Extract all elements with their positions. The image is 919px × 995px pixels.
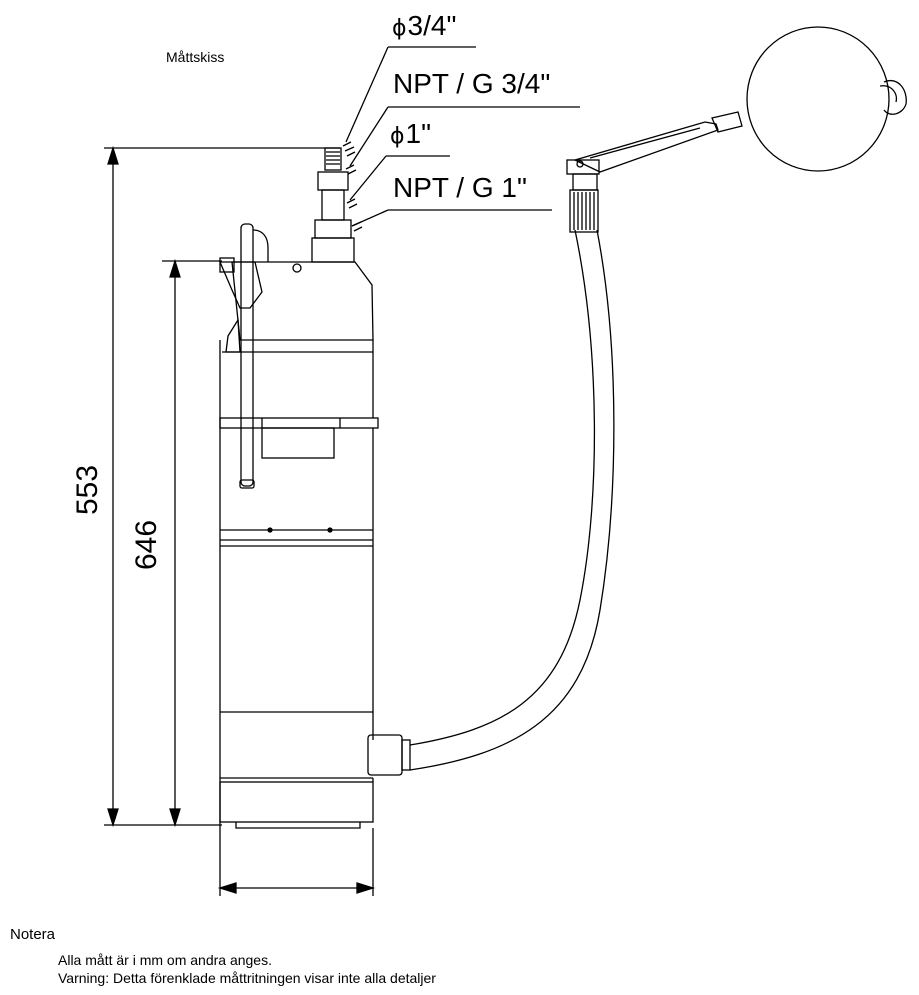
callout-text: NPT / G 1": [393, 172, 527, 203]
pump-body: [219, 147, 411, 829]
callout-thread-3-4: NPT / G 3/4": [393, 70, 550, 98]
note-line-units: Alla mått är i mm om andra anges.: [58, 952, 272, 968]
callout-outlet-diameter-3-4: ϕ3/4": [392, 12, 456, 40]
diameter-symbol: ϕ: [392, 16, 407, 41]
callout-text: 3/4": [407, 10, 457, 41]
leader-lines: [342, 46, 389, 232]
callout-text: NPT / G 3/4": [393, 68, 551, 99]
dimension-width-lines: [217, 828, 376, 896]
float-switch: [566, 26, 907, 233]
dimension-553-lines: [104, 145, 340, 828]
dimension-646-lines: [162, 258, 222, 828]
callout-thread-1: NPT / G 1": [393, 174, 527, 202]
sketch-title: Måttskiss: [166, 49, 225, 65]
notes-heading: Notera: [10, 926, 56, 943]
dimension-646-label: 646: [130, 519, 163, 571]
callout-outlet-diameter-1: ϕ1": [390, 120, 431, 148]
dimension-553-label: 553: [71, 464, 104, 516]
callout-text: 1": [405, 118, 432, 149]
float-switch-hose: [409, 229, 615, 771]
callout-underlines: [386, 46, 580, 211]
diameter-symbol: ϕ: [390, 124, 405, 149]
note-line-warning: Varning: Detta förenklade måttritningen …: [58, 970, 436, 986]
